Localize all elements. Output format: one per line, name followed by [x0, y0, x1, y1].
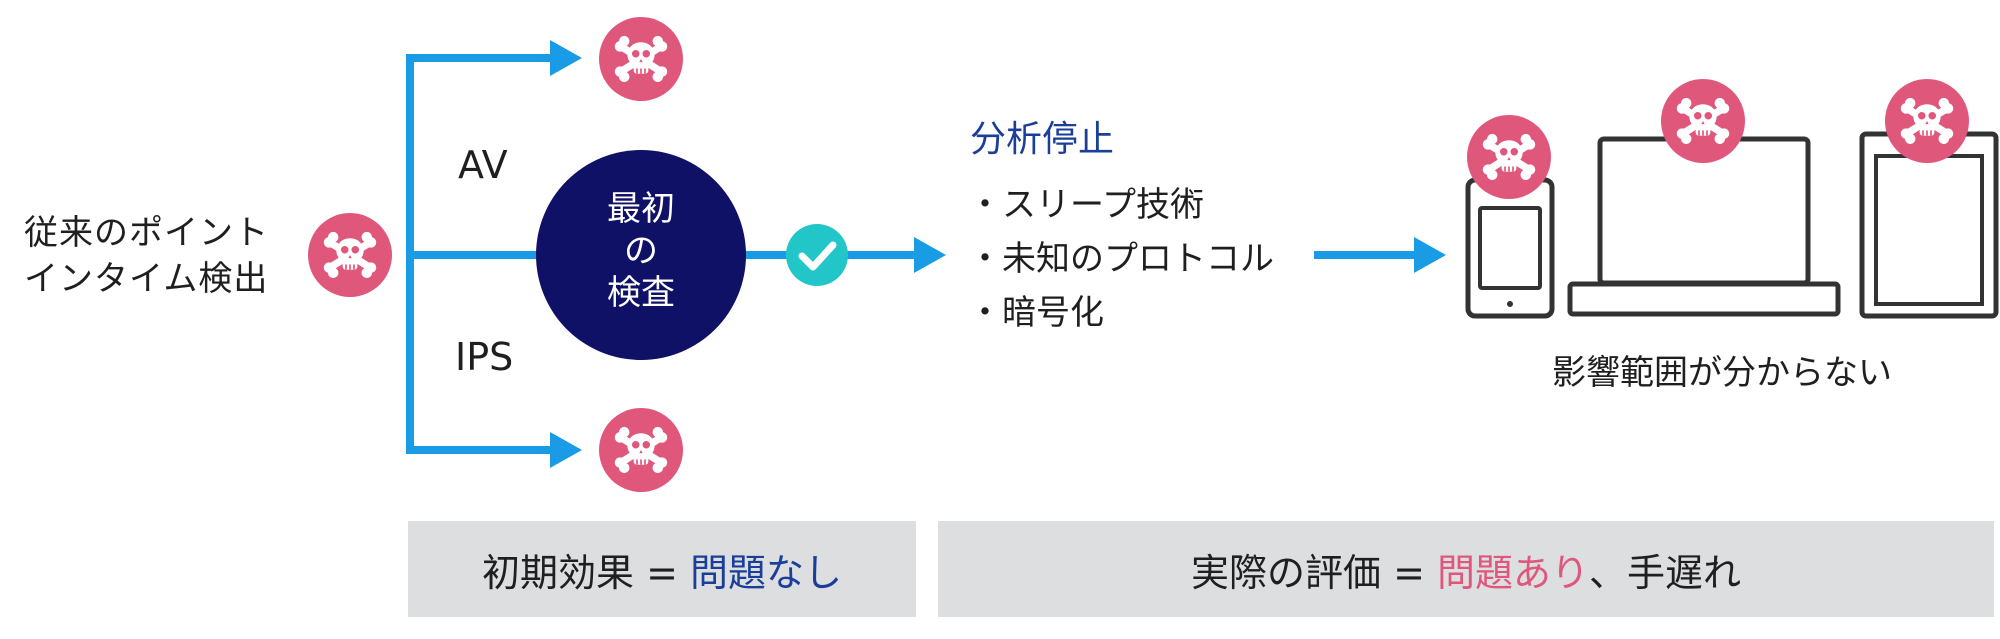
analysis-bullet: ・スリープ技術: [968, 185, 1204, 225]
ips-label: IPS: [455, 335, 514, 379]
actual-evaluation-box: 実際の評価 = 問題あり、手遅れ: [938, 521, 1994, 617]
laptop-icon: [1567, 136, 1841, 317]
skull-crossbones-icon: [1661, 79, 1745, 163]
first-inspection-line2: の: [624, 231, 658, 271]
actual-evaluation-result: 問題あり: [1436, 550, 1589, 595]
actual-evaluation-suffix: 、手遅れ: [1589, 550, 1742, 595]
first-inspection-label: 最初 の 検査: [536, 188, 746, 314]
initial-effect-result: 問題なし: [689, 550, 842, 595]
av-label: AV: [458, 143, 508, 187]
analysis-bullet: ・暗号化: [968, 293, 1104, 333]
tablet-icon: [1465, 177, 1555, 319]
skull-crossbones-icon: [308, 213, 392, 297]
arrow-to-devices: [1314, 237, 1446, 273]
skull-crossbones-icon: [599, 408, 683, 492]
analysis-stop-title: 分析停止: [970, 119, 1115, 160]
first-inspection-circle: [536, 150, 746, 360]
skull-crossbones-icon: [1467, 115, 1551, 199]
skull-crossbones-icon: [1885, 79, 1969, 163]
branch-arrows: [406, 40, 582, 468]
actual-evaluation-prefix: 実際の評価 =: [1190, 550, 1437, 595]
first-inspection-line3: 検査: [607, 273, 675, 313]
skull-crossbones-icon: [599, 17, 683, 101]
first-inspection-line1: 最初: [607, 189, 675, 229]
analysis-bullet: ・未知のプロトコル: [968, 239, 1274, 279]
point-in-time-label-line1: 従来のポイント: [24, 213, 269, 253]
checkmark-icon: [786, 224, 848, 286]
point-in-time-label-line2: インタイム検出: [24, 259, 269, 299]
impact-unknown-label: 影響範囲が分からない: [1552, 353, 1892, 393]
initial-effect-prefix: 初期効果 =: [481, 550, 690, 595]
initial-effect-box: 初期効果 = 問題なし: [408, 521, 916, 617]
